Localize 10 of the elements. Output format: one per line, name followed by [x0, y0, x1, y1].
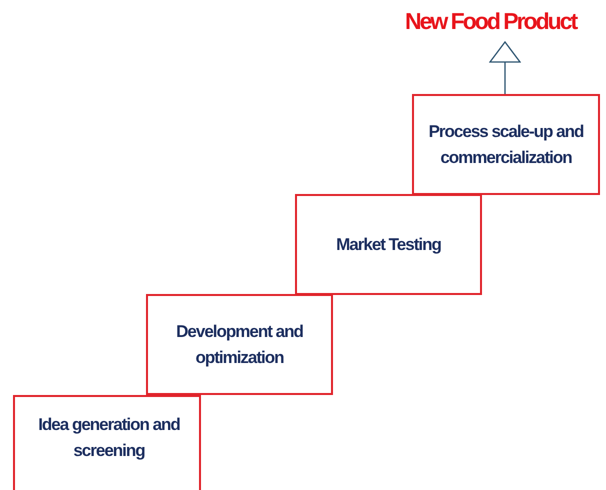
arrow [489, 41, 521, 94]
stair-step-box [295, 194, 482, 295]
step-label: Market Testing [336, 234, 441, 256]
result-title: New Food Product [405, 8, 576, 35]
step-label: Process scale-up and commercialization [428, 120, 584, 168]
stair-step-box [13, 395, 201, 490]
stair-step-box [146, 294, 333, 395]
step-label: Development and optimization [175, 320, 304, 368]
stair-step-box [412, 94, 600, 195]
step-label: Idea generation and screening [37, 414, 181, 462]
